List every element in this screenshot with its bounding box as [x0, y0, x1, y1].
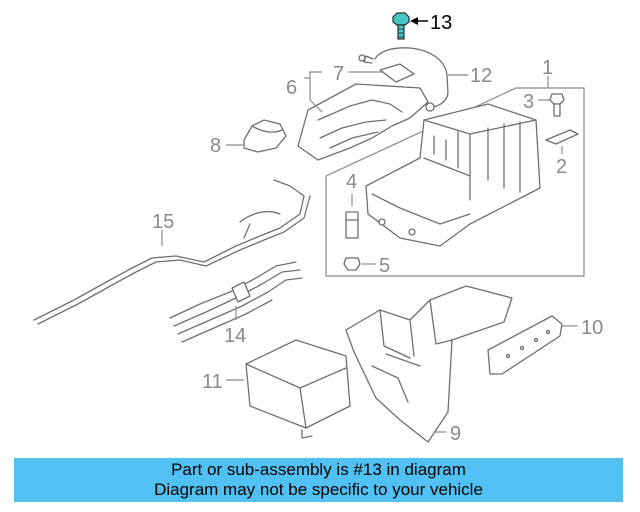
plate-10[interactable]	[487, 315, 563, 375]
callout-14[interactable]: 14	[224, 325, 246, 347]
callout-12[interactable]: 12	[470, 65, 492, 87]
callout-5[interactable]: 5	[379, 255, 390, 277]
bolt-3[interactable]	[549, 93, 565, 117]
callout-11[interactable]: 11	[202, 371, 223, 393]
callout-7[interactable]: 7	[333, 63, 344, 85]
callout-4[interactable]: 4	[346, 171, 357, 193]
inverter-1[interactable]	[365, 103, 541, 247]
info-banner: Part or sub-assembly is #13 in diagram D…	[14, 458, 623, 502]
leader-13-arrow	[410, 17, 418, 25]
cable-12[interactable]	[358, 47, 449, 112]
callout-9[interactable]: 9	[450, 423, 461, 445]
callout-15[interactable]: 15	[152, 211, 174, 233]
leader-6	[304, 71, 323, 113]
callout-1[interactable]: 1	[542, 57, 553, 79]
cable-set-14[interactable]	[169, 261, 303, 343]
stud-4[interactable]	[345, 211, 359, 239]
harness-15[interactable]	[33, 179, 311, 325]
bracket-9[interactable]	[345, 285, 513, 443]
callout-13[interactable]: 13	[430, 12, 452, 34]
bolt-13-icon[interactable]	[392, 12, 410, 40]
bracket-2[interactable]	[545, 129, 579, 145]
bolt-5[interactable]	[343, 257, 361, 271]
banner-line-1: Part or sub-assembly is #13 in diagram	[171, 460, 466, 479]
callout-8[interactable]: 8	[210, 135, 221, 157]
part1-frame	[325, 87, 585, 277]
cap-8[interactable]	[243, 119, 287, 153]
banner-line-2: Diagram may not be specific to your vehi…	[154, 480, 483, 499]
callout-10[interactable]: 10	[581, 317, 603, 339]
cover-assembly-6[interactable]	[297, 63, 429, 161]
callout-6[interactable]: 6	[286, 77, 297, 99]
callout-3[interactable]: 3	[523, 91, 534, 113]
cover-box-11[interactable]	[245, 339, 351, 439]
callout-2[interactable]: 2	[556, 156, 567, 178]
